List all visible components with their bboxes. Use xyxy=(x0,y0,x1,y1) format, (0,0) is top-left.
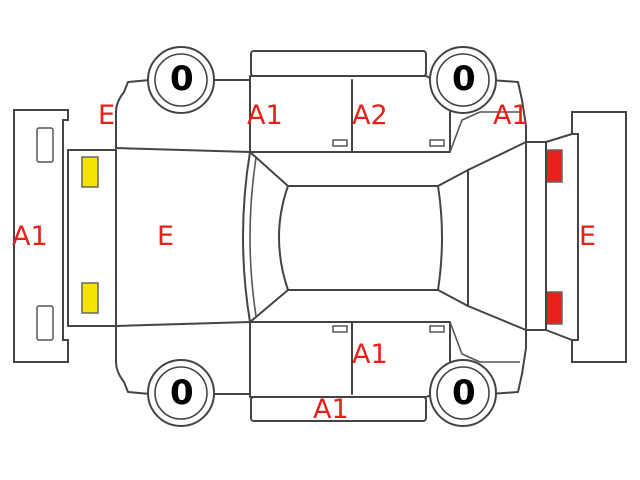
tire-bottom-right-value: 0 xyxy=(452,373,476,413)
tire-bottom-left-value: 0 xyxy=(170,373,194,413)
tire-top-left xyxy=(147,46,215,114)
tire-bottom-right xyxy=(429,359,497,427)
marker-rear-panel: E xyxy=(579,221,597,252)
marker-front-bumper: A1 xyxy=(12,221,48,252)
marker-hood: E xyxy=(157,221,175,252)
marker-right-rocker: A1 xyxy=(313,394,349,425)
marker-rear-left-quarter: A1 xyxy=(493,100,529,131)
front-bumper xyxy=(13,109,69,363)
rear-lamp-top xyxy=(545,149,563,183)
front-lamp-bottom xyxy=(81,282,99,314)
tire-top-right-value: 0 xyxy=(452,59,476,99)
marker-right-doors: A1 xyxy=(352,339,388,370)
tire-top-left-value: 0 xyxy=(170,59,194,99)
marker-rear-left-door: A2 xyxy=(352,100,388,131)
top-view-body xyxy=(67,133,573,341)
marker-front-left-fender: E xyxy=(98,100,116,131)
tire-bottom-left xyxy=(147,359,215,427)
marker-front-left-door: A1 xyxy=(247,100,283,131)
rear-lamp-bottom xyxy=(545,291,563,325)
tire-top-right xyxy=(429,46,497,114)
front-lamp-top xyxy=(81,156,99,188)
top-side-skirt xyxy=(250,50,427,77)
